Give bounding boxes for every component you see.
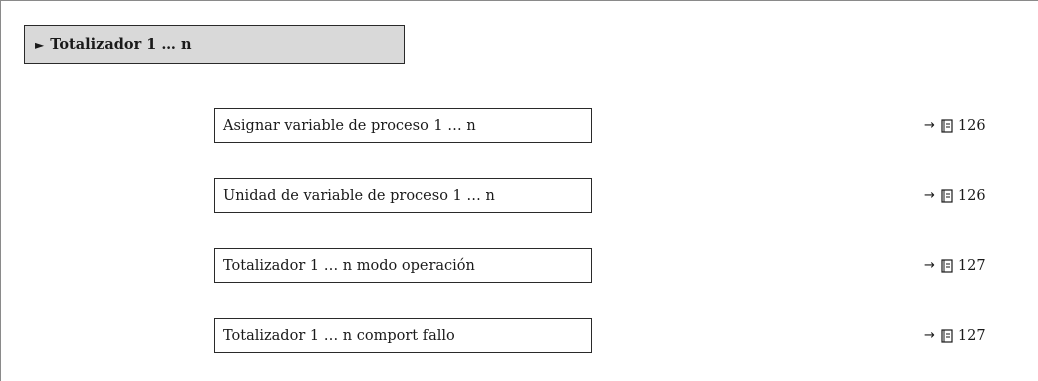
- parameter-box-comport-fallo[interactable]: Totalizador 1 … n comport fallo: [214, 318, 592, 353]
- submenu-marker-icon: ►: [35, 37, 45, 52]
- page-reference[interactable]: → 127: [924, 318, 986, 353]
- book-icon: [941, 118, 953, 133]
- book-icon: [941, 188, 953, 203]
- page-number: 127: [957, 257, 986, 274]
- parameter-label: Totalizador 1 … n comport fallo: [223, 327, 455, 344]
- page-number: 126: [957, 187, 986, 204]
- parameter-box-modo-operacion[interactable]: Totalizador 1 … n modo operación: [214, 248, 592, 283]
- page-reference[interactable]: → 126: [924, 108, 986, 143]
- arrow-right-icon: →: [924, 328, 935, 343]
- page-reference[interactable]: → 126: [924, 178, 986, 213]
- parameter-label: Asignar variable de proceso 1 … n: [223, 117, 476, 134]
- arrow-right-icon: →: [924, 258, 935, 273]
- frame-left-line: [0, 0, 1, 381]
- parameter-label: Totalizador 1 … n modo operación: [223, 257, 475, 274]
- page-reference[interactable]: → 127: [924, 248, 986, 283]
- book-icon: [941, 258, 953, 273]
- page-number: 126: [957, 117, 986, 134]
- submenu-header[interactable]: ► Totalizador 1 … n: [24, 25, 405, 64]
- parameter-box-unidad-variable[interactable]: Unidad de variable de proceso 1 … n: [214, 178, 592, 213]
- submenu-title: Totalizador 1 … n: [50, 36, 192, 53]
- book-icon: [941, 328, 953, 343]
- arrow-right-icon: →: [924, 188, 935, 203]
- page-number: 127: [957, 327, 986, 344]
- arrow-right-icon: →: [924, 118, 935, 133]
- parameter-box-asignar-variable[interactable]: Asignar variable de proceso 1 … n: [214, 108, 592, 143]
- frame-top-line: [0, 0, 1038, 1]
- parameter-label: Unidad de variable de proceso 1 … n: [223, 187, 495, 204]
